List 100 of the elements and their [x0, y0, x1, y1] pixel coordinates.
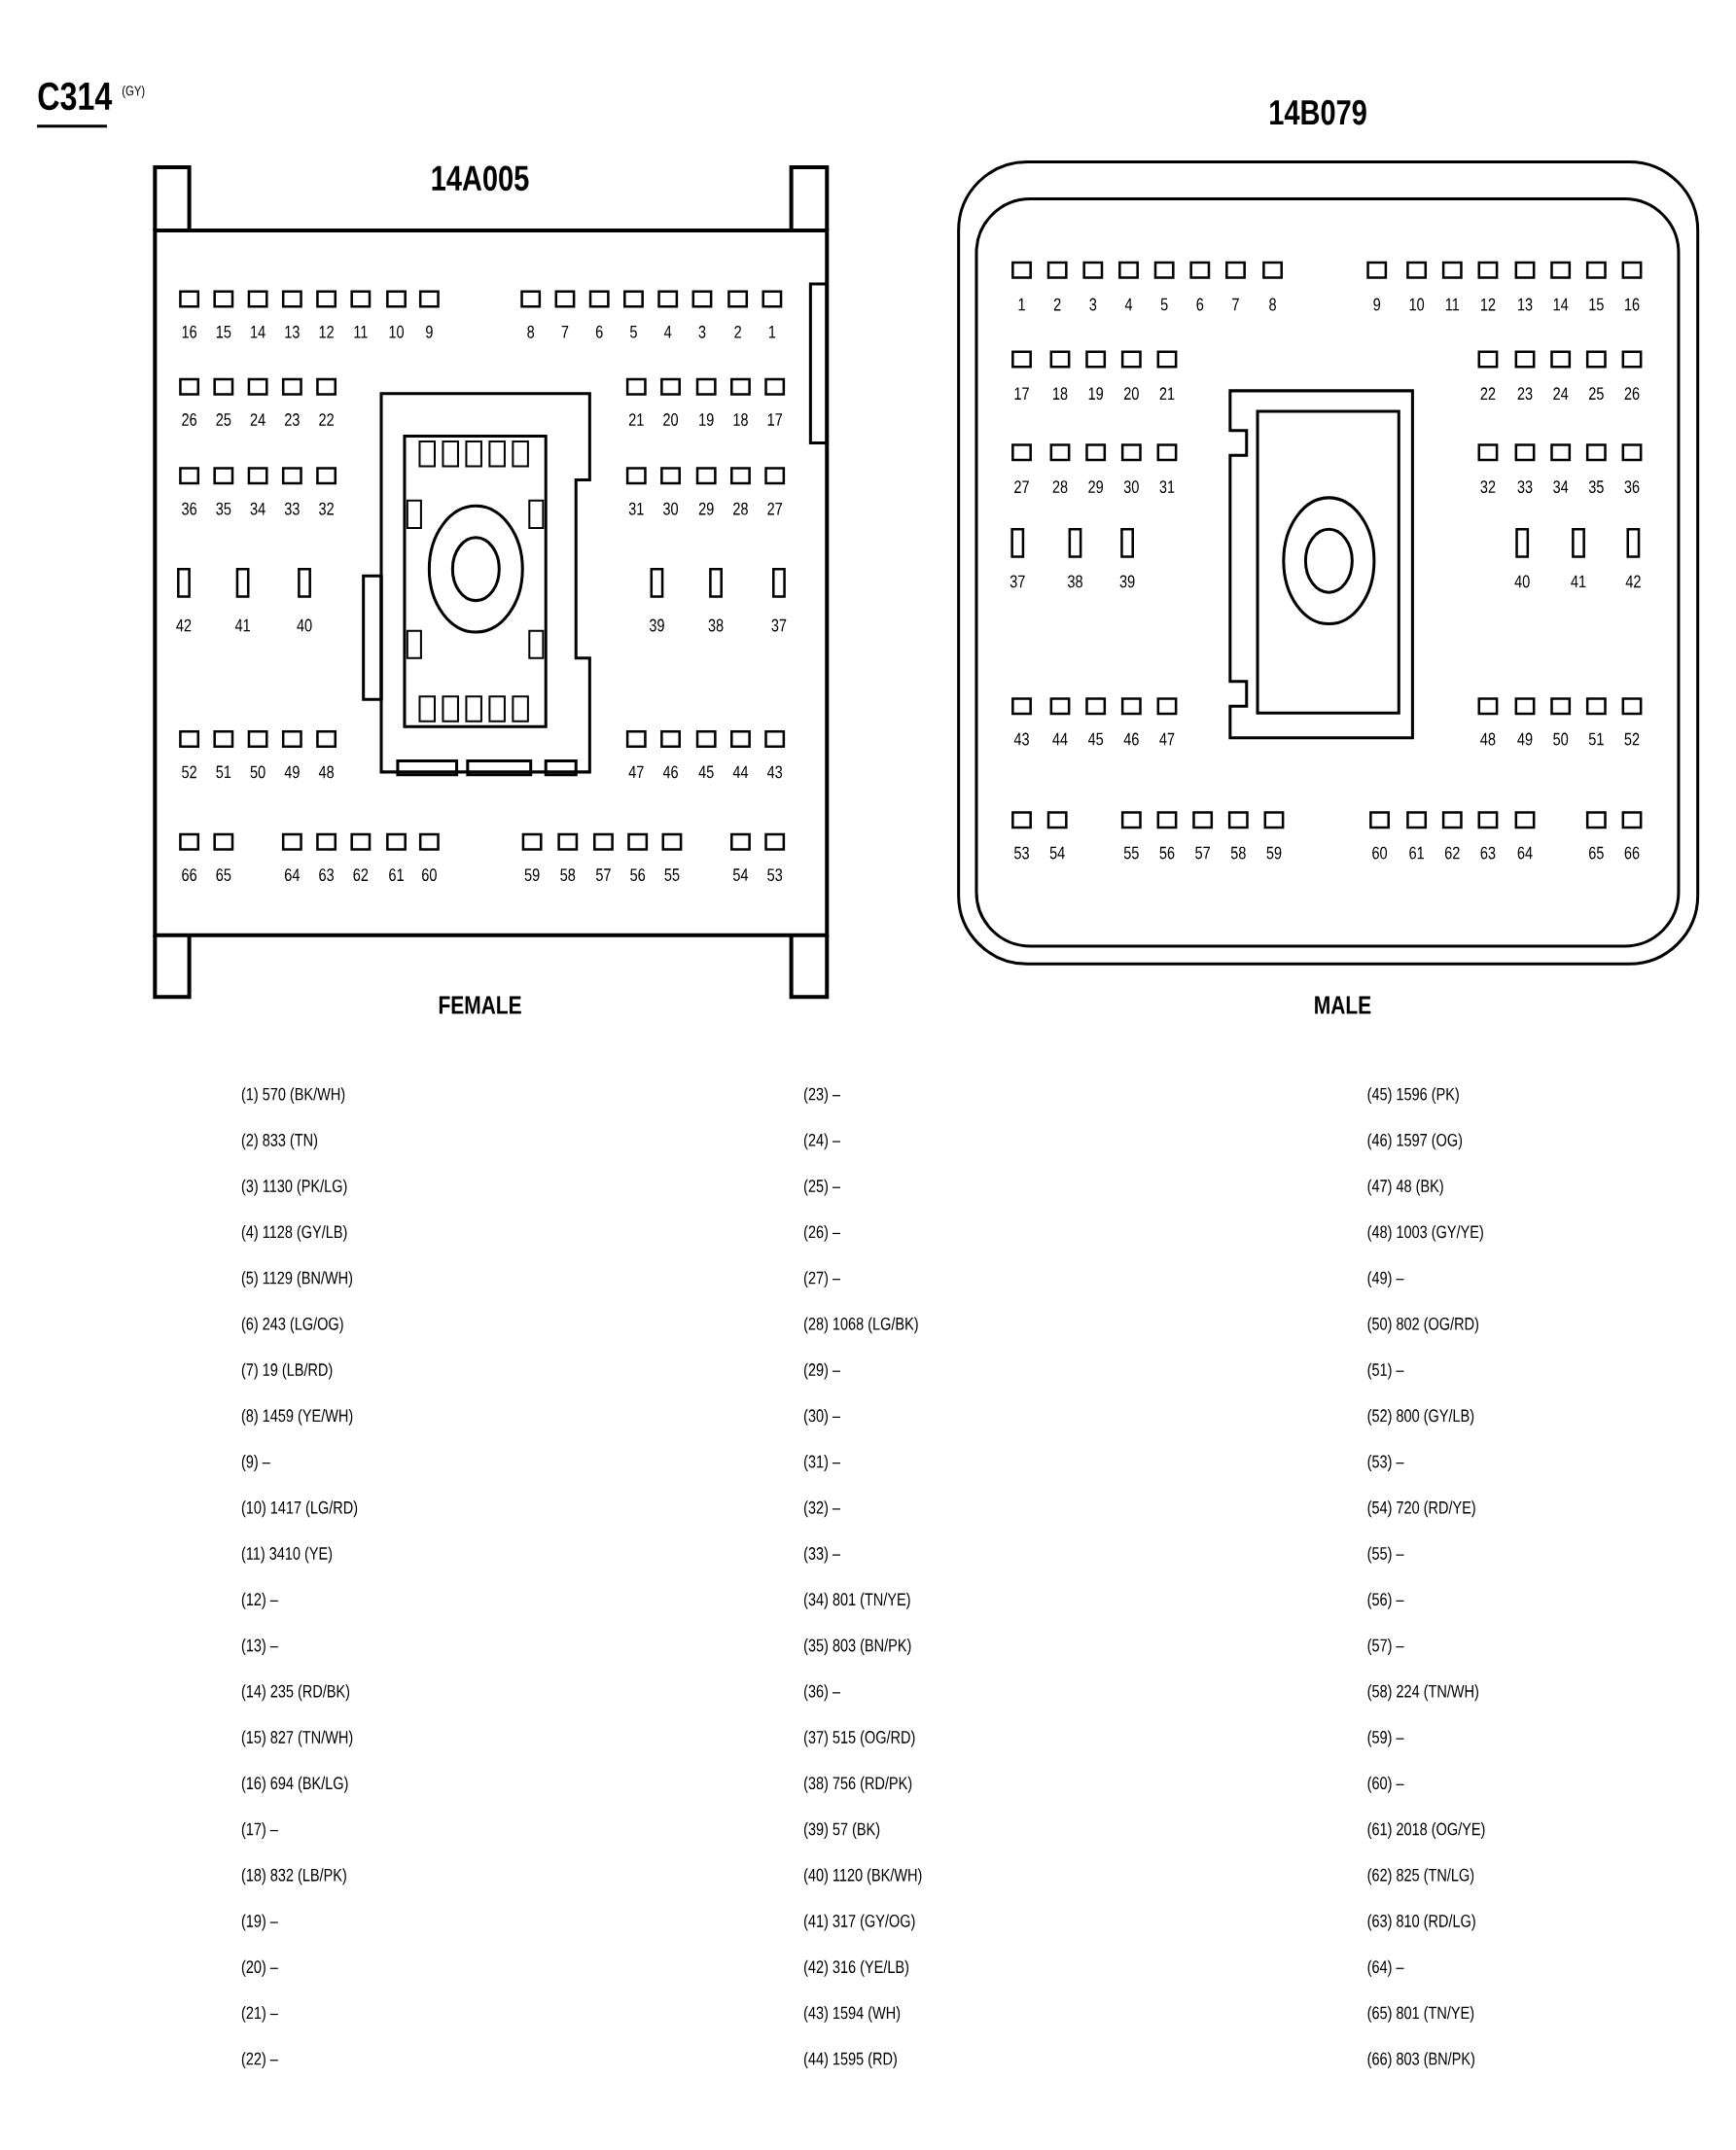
pin-number: 34 [250, 502, 266, 515]
pin-number: 64 [284, 868, 300, 882]
pin-number: 22 [319, 413, 334, 426]
pin-number: 5 [1160, 298, 1168, 311]
pin-number: 1 [768, 326, 776, 338]
pin-number: 53 [767, 868, 783, 882]
pin-number: 43 [1013, 732, 1029, 746]
pin-number: 54 [732, 868, 748, 881]
connector-gender: FEMALE [439, 996, 521, 1014]
pin-assignment: (15) 827 (TN/WH) [241, 1730, 353, 1747]
pin-assignment: (35) 803 (BN/PK) [803, 1639, 911, 1655]
pin-number: 22 [1480, 387, 1496, 401]
pin-assignment: (53) – [1367, 1455, 1404, 1471]
pin-number: 13 [1518, 298, 1533, 311]
pin-number: 16 [1624, 298, 1640, 311]
pin-assignment: (13) – [241, 1639, 278, 1655]
pin-number: 57 [595, 868, 611, 881]
pin-number: 33 [1517, 480, 1533, 493]
pin-number: 17 [767, 413, 782, 426]
pin-number: 20 [663, 413, 678, 426]
pin-assignment: (57) – [1367, 1639, 1404, 1655]
pin-number: 47 [1159, 732, 1175, 746]
pin-number: 56 [630, 868, 646, 882]
pin-assignment: (29) – [803, 1362, 840, 1380]
pin-number: 15 [216, 325, 231, 338]
pin-number: 9 [425, 325, 433, 338]
pin-assignment: (41) 317 (GY/OG) [803, 1914, 915, 1931]
pin-number: 26 [1624, 387, 1640, 401]
pin-number: 11 [354, 326, 368, 338]
pin-number: 30 [1123, 480, 1139, 493]
pin-number: 46 [1123, 732, 1139, 746]
pin-assignment: (36) – [803, 1684, 840, 1702]
pin-assignment: (34) 801 (TN/YE) [803, 1592, 910, 1609]
pin-number: 36 [1624, 480, 1640, 493]
pin-number: 65 [1588, 846, 1604, 860]
pin-number: 32 [1480, 480, 1496, 493]
pin-number: 37 [771, 618, 787, 632]
pin-number: 55 [1123, 846, 1139, 860]
pin-number: 31 [1159, 480, 1175, 493]
pin-assignment: (21) – [241, 2005, 278, 2023]
pin-number: 62 [1444, 846, 1460, 860]
pin-assignment: (8) 1459 (YE/WH) [241, 1408, 353, 1426]
pin-assignment: (31) – [803, 1455, 840, 1471]
pin-number: 14 [1553, 298, 1569, 311]
pin-number: 28 [1052, 480, 1068, 493]
pin-number: 62 [353, 868, 369, 882]
pin-assignment: (14) 235 (RD/BK) [241, 1684, 350, 1702]
pin-number: 3 [698, 325, 706, 338]
pin-assignment: (63) 810 (RD/LG) [1367, 1914, 1475, 1931]
pin-number: 42 [1625, 575, 1641, 588]
pin-number: 33 [284, 502, 300, 515]
pin-number: 14 [251, 326, 266, 338]
pin-number: 15 [1589, 298, 1604, 311]
pin-number: 24 [1553, 387, 1569, 401]
pin-number: 2 [734, 325, 741, 338]
pin-assignment: (65) 801 (TN/YE) [1367, 2005, 1474, 2023]
pin-number: 46 [662, 765, 678, 779]
pin-number: 60 [421, 868, 437, 882]
pin-number: 54 [1049, 846, 1065, 860]
pin-number: 6 [1196, 298, 1204, 311]
pin-assignment: (2) 833 (TN) [241, 1133, 317, 1150]
pin-number: 44 [1052, 732, 1068, 746]
pin-number: 20 [1123, 387, 1139, 401]
color-code: (GY) [122, 85, 145, 99]
pin-assignment: (12) – [241, 1592, 278, 1609]
pin-number: 36 [182, 502, 196, 515]
pin-number: 35 [1588, 480, 1604, 493]
pin-number: 42 [176, 618, 192, 632]
pin-number: 40 [297, 618, 312, 632]
pin-number: 51 [1588, 732, 1604, 746]
pin-assignment: (38) 756 (RD/PK) [803, 1776, 912, 1793]
pin-assignment: (45) 1596 (PK) [1367, 1087, 1459, 1105]
pin-number: 59 [1266, 846, 1282, 860]
pin-assignment: (55) – [1367, 1546, 1404, 1564]
pin-assignment: (50) 802 (OG/RD) [1367, 1317, 1478, 1334]
pin-number: 66 [182, 868, 196, 882]
pin-assignment: (58) 224 (TN/WH) [1367, 1684, 1478, 1702]
pin-assignment: (42) 316 (YE/LB) [803, 1959, 908, 1977]
connector-gender: MALE [1315, 996, 1371, 1014]
pin-assignment: (20) – [241, 1959, 278, 1977]
pin-assignment: (44) 1595 (RD) [803, 2052, 897, 2069]
pin-number: 19 [699, 413, 714, 426]
pin-number: 39 [649, 618, 664, 632]
pin-number: 23 [284, 413, 300, 426]
pin-assignment: (26) – [803, 1224, 840, 1242]
pin-number: 50 [250, 765, 266, 779]
pin-number: 3 [1089, 298, 1097, 311]
pin-number: 10 [389, 325, 404, 338]
pin-number: 55 [664, 868, 680, 881]
pin-number: 27 [767, 502, 782, 515]
pin-assignment: (62) 825 (TN/LG) [1367, 1868, 1474, 1886]
pin-number: 30 [662, 502, 678, 515]
pin-assignment: (6) 243 (LG/OG) [241, 1317, 343, 1334]
pin-assignment: (9) – [241, 1455, 270, 1471]
pin-assignment: (30) – [803, 1408, 840, 1426]
pin-number: 23 [1517, 387, 1533, 401]
pin-number: 11 [1445, 298, 1460, 311]
pin-assignment: (22) – [241, 2052, 278, 2069]
pin-assignment: (47) 48 (BK) [1367, 1179, 1443, 1196]
pin-number: 34 [1553, 480, 1569, 493]
